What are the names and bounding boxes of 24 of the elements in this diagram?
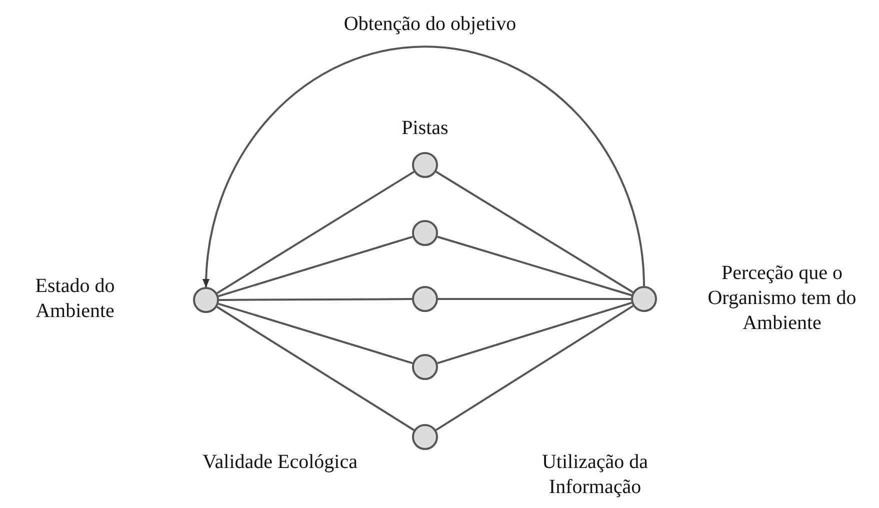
- text-label: Utilização da Informação: [540, 450, 650, 500]
- circle-node: [412, 286, 438, 312]
- text-label: Pistas: [400, 116, 450, 141]
- connector-line: [436, 170, 634, 294]
- connector-line: [438, 298, 631, 300]
- connector-line: [437, 302, 632, 364]
- circle-node: [412, 354, 438, 380]
- connector-line: [437, 236, 632, 296]
- connector-line: [435, 305, 634, 431]
- circle-node: [193, 287, 219, 313]
- circle-node: [412, 152, 438, 178]
- node-caption: Estado do Ambiente: [34, 274, 116, 324]
- text-label: Validade Ecológica: [202, 450, 358, 475]
- circle-node: [631, 286, 657, 312]
- arrow: [202, 46, 645, 288]
- connector-line: [219, 298, 412, 301]
- connector-line: [216, 170, 414, 294]
- node-caption: Perceção que o Organismo tem do Ambiente: [706, 261, 858, 336]
- edge-label: Obtenção do objetivo: [342, 12, 518, 37]
- circle-node: [412, 424, 438, 450]
- connector-line: [218, 302, 413, 364]
- circle-node: [412, 220, 438, 246]
- connector-line: [218, 236, 413, 298]
- connector-line: [216, 306, 414, 431]
